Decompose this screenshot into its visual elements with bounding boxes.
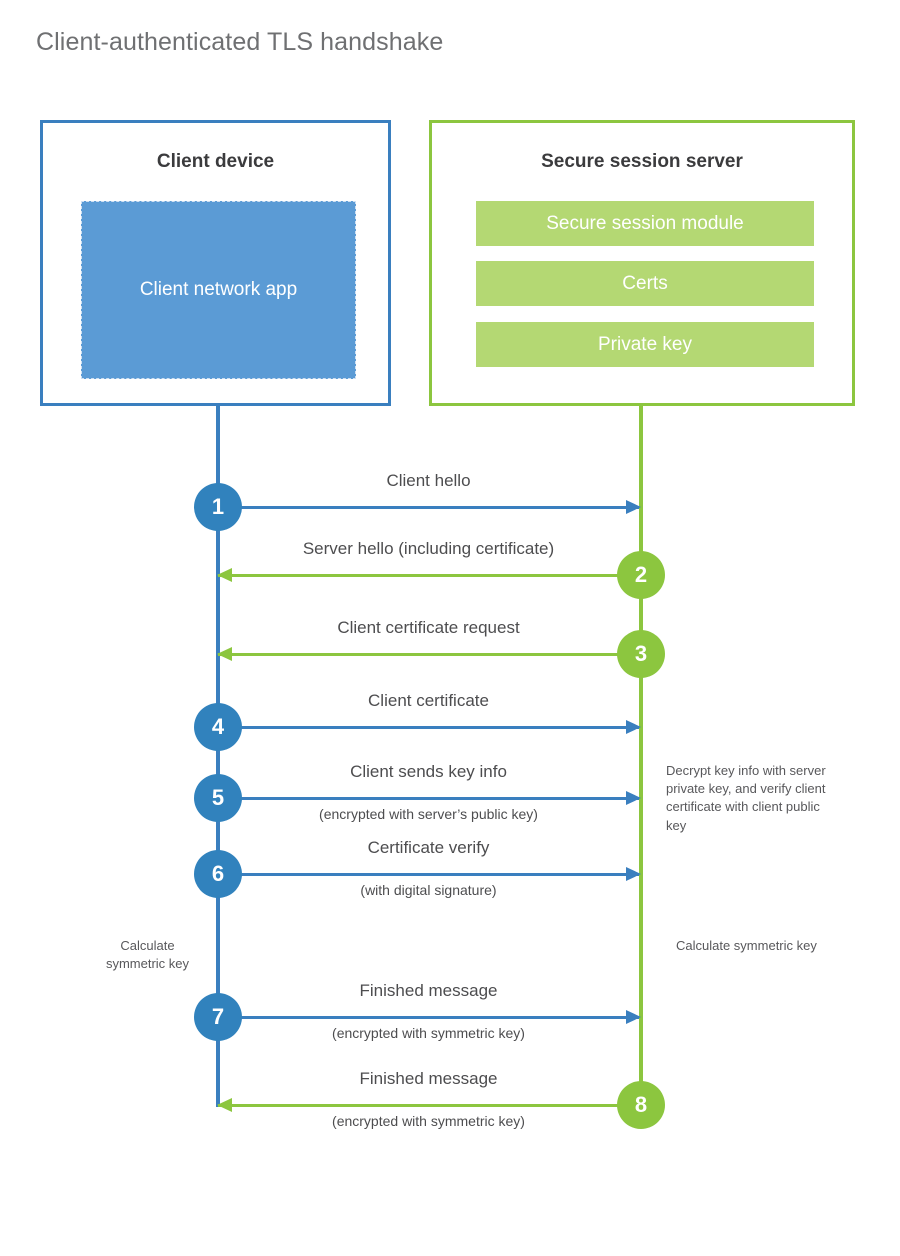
server-component-secure-session-module: Secure session module [476,201,814,246]
message-label-6: Certificate verify [367,838,490,857]
step-circle-2: 2 [617,551,665,599]
message-arrow-line-8 [218,1104,639,1107]
server-component-certs: Certs [476,261,814,306]
message-arrow-head-6 [626,867,641,881]
client-device-box: Client device Client network app [40,120,391,406]
message-label-2: Server hello (including certificate) [302,539,555,558]
message-arrow-line-2 [218,574,639,577]
message-sublabel-6: (with digital signature) [360,882,497,898]
client-network-app-block: Client network app [81,201,356,379]
secure-session-server-box: Secure session server Secure session mod… [429,120,855,406]
step-circle-6: 6 [194,850,242,898]
message-arrow-head-3 [217,647,232,661]
message-arrow-head-4 [626,720,641,734]
message-arrow-head-2 [217,568,232,582]
server-component-private-key: Private key [476,322,814,367]
server-decrypt-annotation: Decrypt key info with server private key… [666,763,826,833]
client-calculate-symmetric-key-annotation: Calculate symmetric key [105,938,190,972]
message-arrow-head-8 [217,1098,232,1112]
message-arrow-head-1 [626,500,641,514]
message-sublabel-7: (encrypted with symmetric key) [332,1025,525,1041]
message-arrow-line-5 [218,797,639,800]
client-device-title: Client device [156,151,275,172]
message-arrow-line-1 [218,506,639,509]
message-label-4: Client certificate [368,691,489,710]
message-arrow-head-7 [626,1010,641,1024]
message-label-7: Finished message [359,981,498,1000]
message-arrow-line-7 [218,1016,639,1019]
message-arrow-line-6 [218,873,639,876]
message-sublabel-8: (encrypted with symmetric key) [332,1113,525,1129]
message-arrow-head-5 [626,791,641,805]
message-label-5: Client sends key info [350,762,507,781]
step-circle-1: 1 [194,483,242,531]
step-circle-4: 4 [194,703,242,751]
client-lifeline [216,403,220,1107]
step-circle-5: 5 [194,774,242,822]
message-label-1: Client hello [386,471,471,490]
page-title: Client-authenticated TLS handshake [36,28,444,56]
step-circle-3: 3 [617,630,665,678]
step-circle-8: 8 [617,1081,665,1129]
secure-session-server-title: Secure session server [541,151,743,172]
message-arrow-line-4 [218,726,639,729]
message-sublabel-5: (encrypted with server’s public key) [319,806,538,822]
step-circle-7: 7 [194,993,242,1041]
server-lifeline [639,403,643,1107]
server-calculate-symmetric-key-annotation: Calculate symmetric key [676,938,817,953]
message-arrow-line-3 [218,653,639,656]
message-label-8: Finished message [359,1069,498,1088]
message-label-3: Client certificate request [337,618,520,637]
